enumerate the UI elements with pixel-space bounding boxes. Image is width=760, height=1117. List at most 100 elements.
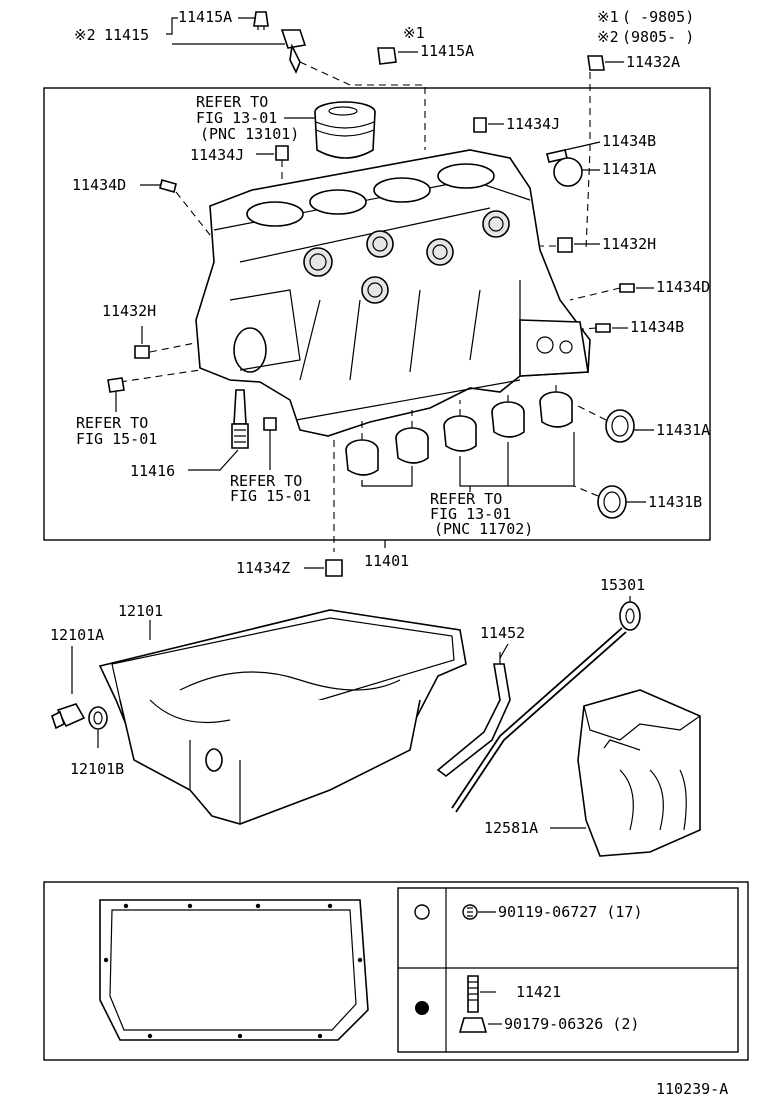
part-label-11421: 11421: [516, 983, 561, 1001]
note-2-prefix: ※2: [74, 26, 96, 44]
label-11432A-group: 11432A: [587, 53, 680, 71]
refer-15-b-line-1: REFER TO: [230, 472, 302, 490]
bearing-3: [443, 415, 477, 452]
oil-pan: [98, 609, 467, 825]
nut-icon: [458, 1017, 488, 1033]
part-label-11434J-b: 11434J: [190, 146, 244, 164]
refer-bearing-line-2: FIG 13-01: [430, 505, 511, 523]
baffle-plate: [577, 689, 701, 857]
dipstick: [451, 601, 641, 813]
part-label-11434Z: 11434Z: [236, 559, 290, 577]
part-label-12101B: 12101B: [70, 760, 124, 778]
part-label-12101: 12101: [118, 602, 163, 620]
part-label-11431B: 11431B: [648, 493, 702, 511]
label-11452-group: 11452: [480, 624, 525, 659]
drain-gasket: [88, 706, 108, 730]
refer-15-a-line-2: FIG 15-01: [76, 430, 157, 448]
label-11431A-a-group: 11431A: [553, 157, 656, 187]
refer-15-a-group: REFER TO FIG 15-01: [76, 392, 157, 448]
part-label-11434J-a: 11434J: [506, 115, 560, 133]
bearing-4: [491, 401, 525, 438]
part-label-15301: 15301: [600, 576, 645, 594]
refer-15-b-group: REFER TO FIG 15-01: [230, 417, 311, 505]
legend-note-1-range: ( -9805): [622, 8, 694, 26]
label-11434J-a-group: 11434J: [473, 115, 560, 133]
label-12101-group: 12101: [118, 602, 163, 640]
bearing-5: [539, 391, 573, 428]
leader-oil-jet: [299, 61, 426, 150]
refer-15-a-line-1: REFER TO: [76, 414, 148, 432]
part-label-11432H-b: 11432H: [102, 302, 156, 320]
figure-id: 110239-A: [656, 1080, 728, 1098]
part-label-12581A: 12581A: [484, 819, 538, 837]
part-label-12101A: 12101A: [50, 626, 104, 644]
part-row-90179: 90179-06326 (2): [458, 1015, 639, 1033]
refer-piston-line-1: REFER TO: [196, 93, 268, 111]
label-11401-group: 11401: [364, 540, 409, 570]
open-circle-icon: [414, 904, 430, 920]
label-12101B-group: 12101B: [70, 730, 124, 778]
bottom-frame: [43, 881, 749, 1061]
label-11434B-a-group: 11434B: [546, 132, 656, 163]
refer-piston-line-3: (PNC 13101): [200, 125, 299, 143]
part-label-11415: 11415: [104, 26, 149, 44]
part-label-11432A: 11432A: [626, 53, 680, 71]
bearing-1: [345, 439, 379, 476]
part-label-11415A-b: 11415A: [420, 42, 474, 60]
label-11431B-group: 11431B: [573, 485, 702, 519]
refer-bearing-line-1: REFER TO: [430, 490, 502, 508]
part-label-11415A-top: 11415A: [178, 8, 232, 26]
part-label-11452: 11452: [480, 624, 525, 642]
part-label-11432H-a: 11432H: [602, 235, 656, 253]
part-label-11434D-a: 11434D: [72, 176, 126, 194]
label-12101A-group: 12101A: [50, 626, 104, 694]
refer-bearing-group: REFER TO FIG 13-01 (PNC 11702): [430, 486, 533, 538]
label-11434J-b-group: 11434J: [190, 145, 289, 230]
part-label-11401: 11401: [364, 552, 409, 570]
note-1-prefix: ※1: [403, 24, 425, 42]
refer-bearing-line-3: (PNC 11702): [434, 520, 533, 538]
label-11431A-b-group: 11431A: [573, 403, 710, 443]
variant-table: 90119-06727 (17) 11421 90179-06326 (2): [397, 887, 739, 1053]
legend-note-2-symbol: ※2: [597, 28, 619, 46]
part-label-11416: 11416: [130, 462, 175, 480]
piston: [314, 101, 376, 159]
legend-note-2-range: (9805- ): [622, 28, 694, 46]
part-row-90119: 90119-06727 (17): [462, 903, 643, 921]
label-11416-group: 11416: [130, 449, 239, 480]
drain-plug: [51, 703, 86, 730]
filled-circle-icon: [415, 1001, 429, 1015]
refer-piston-line-2: FIG 13-01: [196, 109, 277, 127]
leader-refer-15-a: [119, 369, 201, 383]
legend-notes: ※1 ( -9805) ※2 (9805- ): [597, 8, 694, 46]
refer-15-b-line-2: FIG 15-01: [230, 487, 311, 505]
label-11415A-b-group: ※1 11415A: [377, 24, 474, 65]
label-11434D-b-group: 11434D: [569, 278, 710, 301]
label-12581A-group: 12581A: [484, 819, 586, 837]
label-11432H-b-group: 11432H: [102, 302, 211, 359]
part-label-11434D-b: 11434D: [656, 278, 710, 296]
label-11415-group: ※2 11415 11415A: [74, 8, 285, 45]
dowel-small-left: [107, 377, 125, 393]
refer-piston-group: REFER TO FIG 13-01 (PNC 13101): [196, 93, 316, 143]
label-11434Z-group: 11434Z: [236, 440, 343, 577]
part-label-11434B-a: 11434B: [602, 132, 656, 150]
part-row-11421: 11421: [467, 975, 561, 1013]
part-label-11434B-b: 11434B: [630, 318, 684, 336]
part-label-11431A-a: 11431A: [602, 160, 656, 178]
stud-11416: [231, 389, 249, 449]
oil-pan-gasket: [99, 899, 369, 1041]
part-label-90179: 90179-06326 (2): [504, 1015, 639, 1033]
bearing-2: [395, 427, 429, 464]
legend-note-1-symbol: ※1: [597, 8, 619, 26]
cylinder-block-frame: [43, 87, 711, 541]
label-15301-group: 15301: [600, 576, 645, 602]
cylinder-block: [195, 149, 591, 437]
main-bearings: [345, 380, 575, 487]
part-label-90119: 90119-06727 (17): [498, 903, 643, 921]
part-label-11431A-b: 11431A: [656, 421, 710, 439]
label-11434D-a-group: 11434D: [72, 176, 215, 241]
leader-11432A: [585, 72, 591, 251]
